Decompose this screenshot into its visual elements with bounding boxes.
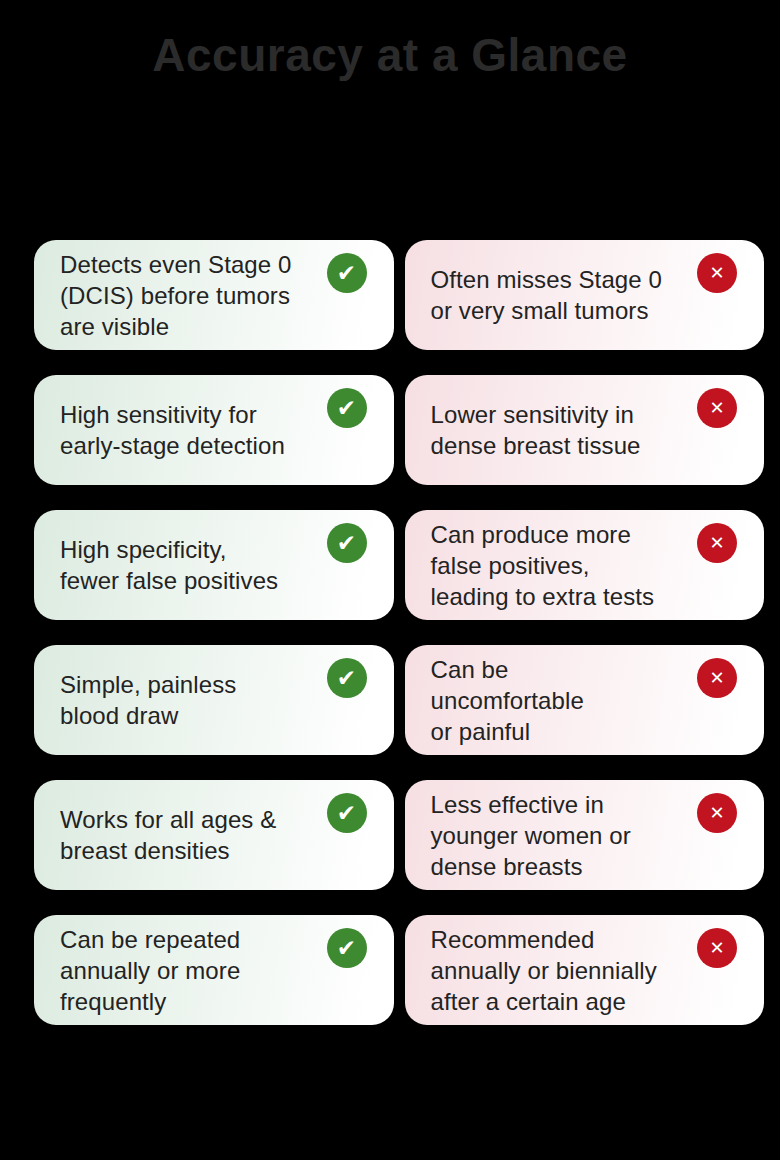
pro-card-text: Works for all ages & breast densities [60, 804, 276, 866]
pro-card: Detects even Stage 0 (DCIS) before tumor… [34, 240, 394, 350]
con-card-text: Recommended annually or biennially after… [431, 924, 657, 1017]
check-glyph: ✔ [337, 532, 356, 555]
pro-card-text: High sensitivity for early-stage detecti… [60, 399, 285, 461]
con-card-text: Less effective in younger women or dense… [431, 789, 631, 882]
pro-card-text: High specificity, fewer false positives [60, 534, 278, 596]
pro-card: High specificity, fewer false positives … [34, 510, 394, 620]
con-card-text: Can be uncomfortable or painful [431, 654, 584, 747]
check-glyph: ✔ [337, 667, 356, 690]
con-card: Can be uncomfortable or painful ✕ [405, 645, 765, 755]
cross-icon: ✕ [697, 793, 737, 833]
check-icon: ✔ [327, 793, 367, 833]
pro-card: Simple, painless blood draw ✔ [34, 645, 394, 755]
con-card-text: Can produce more false positives, leadin… [431, 519, 655, 612]
check-icon: ✔ [327, 523, 367, 563]
cross-glyph: ✕ [709, 804, 724, 822]
con-card-text: Lower sensitivity in dense breast tissue [431, 399, 641, 461]
check-glyph: ✔ [337, 937, 356, 960]
con-card: Often misses Stage 0 or very small tumor… [405, 240, 765, 350]
cross-glyph: ✕ [709, 399, 724, 417]
cross-icon: ✕ [697, 253, 737, 293]
cross-glyph: ✕ [709, 534, 724, 552]
comparison-grid: Detects even Stage 0 (DCIS) before tumor… [34, 240, 764, 1025]
cross-icon: ✕ [697, 658, 737, 698]
cross-icon: ✕ [697, 523, 737, 563]
check-glyph: ✔ [337, 397, 356, 420]
check-icon: ✔ [327, 253, 367, 293]
pro-card: High sensitivity for early-stage detecti… [34, 375, 394, 485]
check-icon: ✔ [327, 658, 367, 698]
pro-card-text: Detects even Stage 0 (DCIS) before tumor… [60, 249, 291, 342]
cross-glyph: ✕ [709, 264, 724, 282]
con-card: Recommended annually or biennially after… [405, 915, 765, 1025]
cross-glyph: ✕ [709, 939, 724, 957]
pro-card-text: Simple, painless blood draw [60, 669, 236, 731]
cross-glyph: ✕ [709, 669, 724, 687]
con-card-text: Often misses Stage 0 or very small tumor… [431, 264, 662, 326]
cross-icon: ✕ [697, 928, 737, 968]
con-card: Can produce more false positives, leadin… [405, 510, 765, 620]
cross-icon: ✕ [697, 388, 737, 428]
pro-card: Can be repeated annually or more frequen… [34, 915, 394, 1025]
pro-card-text: Can be repeated annually or more frequen… [60, 924, 240, 1017]
pro-card: Works for all ages & breast densities ✔ [34, 780, 394, 890]
check-glyph: ✔ [337, 262, 356, 285]
page-title: Accuracy at a Glance [0, 28, 780, 82]
check-glyph: ✔ [337, 802, 356, 825]
check-icon: ✔ [327, 928, 367, 968]
con-card: Less effective in younger women or dense… [405, 780, 765, 890]
con-card: Lower sensitivity in dense breast tissue… [405, 375, 765, 485]
check-icon: ✔ [327, 388, 367, 428]
